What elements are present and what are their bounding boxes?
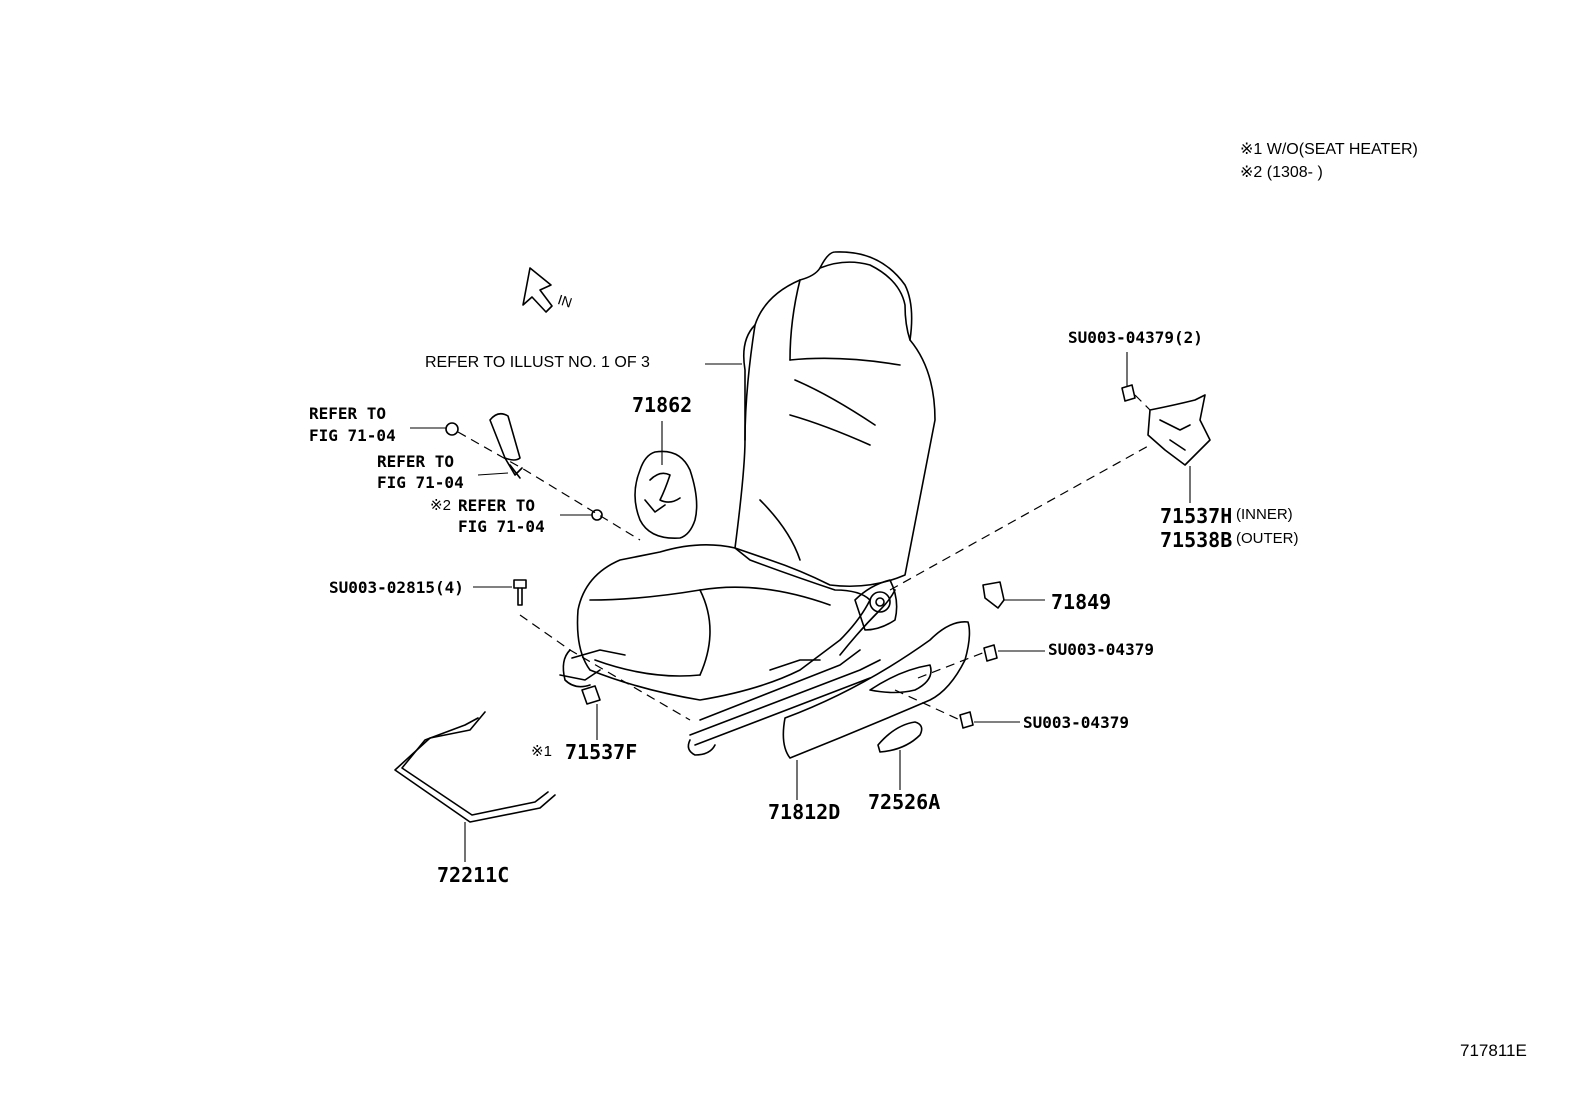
wire-frame-72211c — [394, 711, 556, 823]
refer-fig-c-line2: FIG 71-04 — [458, 517, 545, 536]
diagram-id: 717811E — [1460, 1041, 1527, 1060]
screw-04379-a — [983, 644, 998, 662]
refer-fig-b-line2: FIG 71-04 — [377, 473, 464, 492]
part-label-71862: 71862 — [632, 393, 693, 417]
part-mark-71537f: ※1 — [531, 743, 552, 760]
screw-04379-b — [959, 711, 974, 729]
part-label-71812d: 71812D — [768, 800, 841, 824]
note-2: ※2 (1308- ) — [1240, 164, 1323, 181]
bolt-02815 — [513, 579, 527, 606]
refer-fig-a-line1: REFER TO — [309, 404, 387, 423]
part-label-72526a: 72526A — [868, 790, 941, 814]
part-label-su003-04379-a: SU003-04379 — [1048, 640, 1154, 659]
note-1: ※1 W/O(SEAT HEATER) — [1240, 141, 1418, 158]
cover-71862 — [634, 450, 698, 539]
side-cover-71812d — [782, 621, 971, 759]
part-label-71537f: 71537F — [565, 740, 638, 764]
part-label-72211c: 72211C — [437, 863, 510, 887]
part-qualifier-inner: (INNER) — [1236, 506, 1293, 523]
seat-back — [734, 251, 936, 588]
seat-cushion — [576, 544, 871, 701]
part-label-71537h: 71537H — [1160, 504, 1233, 528]
refer-fig-c-mark: ※2 — [430, 497, 451, 514]
part-71537f — [581, 685, 601, 705]
part-label-su003-02815-4: SU003-02815(4) — [329, 578, 464, 597]
part-qualifier-outer: (OUTER) — [1236, 530, 1299, 547]
part-label-71849: 71849 — [1051, 590, 1112, 614]
refer-illust-label: REFER TO ILLUST NO. 1 OF 3 — [425, 354, 650, 371]
refer-fig-c-line1: REFER TO — [458, 496, 536, 515]
bracket-71537h — [1121, 384, 1211, 466]
clip-71849 — [982, 581, 1005, 609]
part-label-71538b: 71538B — [1160, 528, 1233, 552]
direction-arrow-icon — [522, 267, 553, 313]
part-label-su003-04379-b: SU003-04379 — [1023, 713, 1129, 732]
refer-fig-b-line1: REFER TO — [377, 452, 455, 471]
seat-rail-frame — [559, 579, 898, 756]
assembly-lines — [457, 394, 1151, 721]
knob-72526a — [877, 721, 923, 753]
part-label-su003-04379-2: SU003-04379(2) — [1068, 328, 1203, 347]
leader-lines — [410, 352, 1191, 862]
refer-fig-a-line2: FIG 71-04 — [309, 426, 396, 445]
